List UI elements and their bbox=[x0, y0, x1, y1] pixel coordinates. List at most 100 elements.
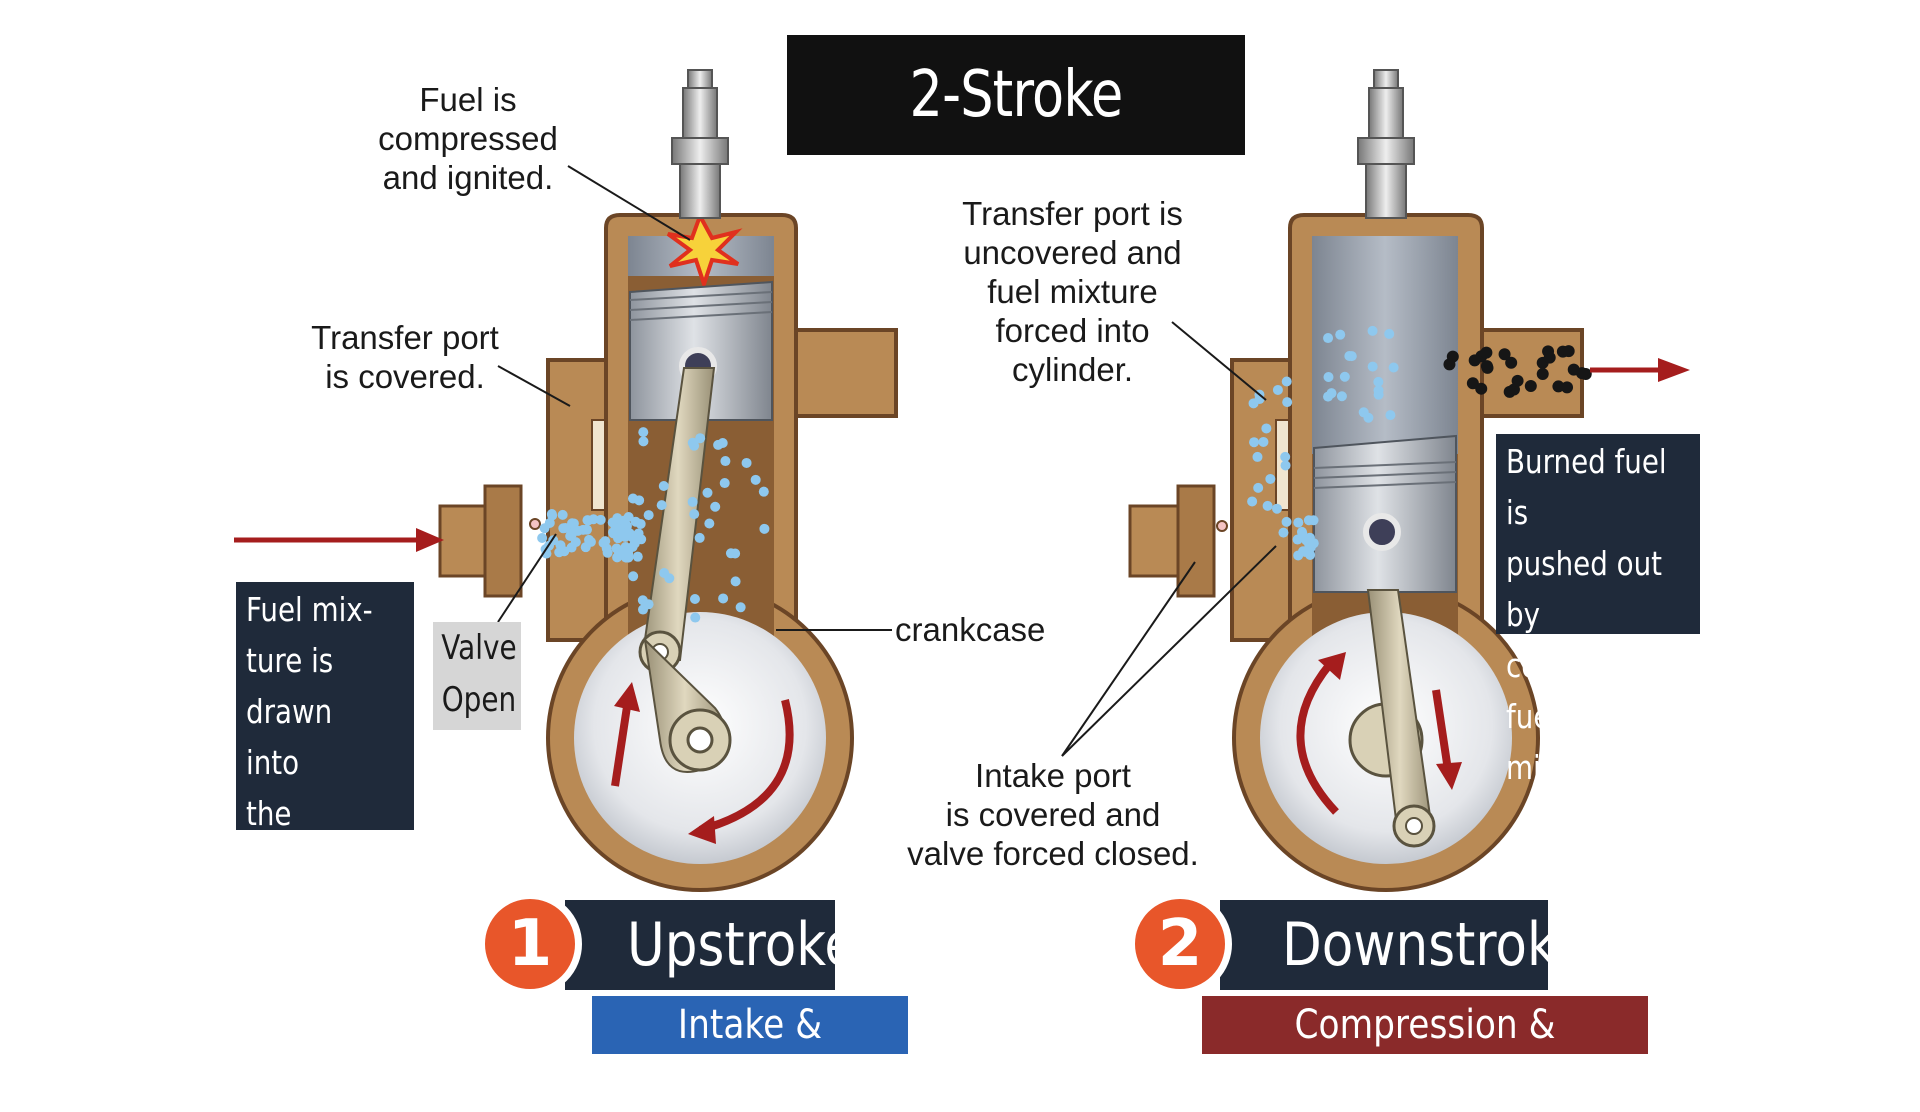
fuel-dot bbox=[1373, 376, 1384, 387]
fuel-dot bbox=[659, 568, 670, 579]
fuel-dot bbox=[582, 515, 593, 526]
exhaust-dots bbox=[1443, 345, 1592, 398]
fuel-dot bbox=[558, 523, 569, 534]
fuel-dot bbox=[643, 510, 654, 521]
valve-icon bbox=[529, 518, 541, 530]
fuel-dot bbox=[638, 427, 649, 438]
exhaust-dot bbox=[1524, 380, 1537, 393]
fuel-dot bbox=[1281, 516, 1292, 527]
fuel-dot bbox=[1367, 361, 1378, 372]
fuel-dot bbox=[1304, 536, 1315, 547]
exhaust-dot bbox=[1503, 385, 1516, 398]
rotation-arrow-curve-2 bbox=[1296, 661, 1339, 815]
fuel-dot bbox=[638, 436, 649, 447]
exhaust-dot bbox=[1480, 360, 1493, 373]
wrist-pin-2 bbox=[1363, 513, 1401, 551]
intake-flange bbox=[483, 484, 523, 598]
fuel-dot bbox=[658, 481, 669, 492]
fuel-dot bbox=[1253, 482, 1264, 493]
fuel-dot bbox=[1261, 423, 1272, 434]
fuel-dot bbox=[1272, 384, 1283, 395]
fuel-dot bbox=[634, 495, 645, 506]
transfer-port-slot bbox=[591, 419, 607, 511]
fuel-dot bbox=[1367, 325, 1378, 336]
fuel-dot bbox=[1297, 528, 1308, 539]
engine-downstroke bbox=[1128, 69, 1690, 892]
fuel-dot bbox=[689, 509, 700, 520]
diagram-title: 2-Stroke Engine bbox=[787, 35, 1245, 252]
label-transfer-uncovered: Transfer port is uncovered and fuel mixt… bbox=[962, 195, 1183, 388]
fuel-dot bbox=[636, 534, 647, 545]
fuel-dot bbox=[710, 501, 721, 512]
fuel-dot bbox=[759, 523, 770, 534]
fuel-dot bbox=[1281, 376, 1292, 387]
fuel-dot bbox=[720, 456, 731, 467]
engine-diagram bbox=[234, 69, 1690, 892]
exhaust-dot bbox=[1498, 348, 1511, 361]
leader-lines bbox=[497, 165, 1277, 757]
fuel-dot bbox=[1358, 407, 1369, 418]
stroke-2-subtitle: Compression & Exhaust bbox=[1202, 996, 1648, 1106]
exhaust-dot bbox=[1562, 345, 1575, 358]
stroke-1-number: 1 bbox=[478, 892, 582, 996]
fuel-dot bbox=[546, 509, 557, 520]
exhaust-dot bbox=[1567, 363, 1580, 376]
fuel-dot bbox=[656, 500, 667, 511]
fuel-dot bbox=[580, 542, 591, 553]
exhaust-dot bbox=[1468, 354, 1481, 367]
fuel-dot bbox=[1293, 517, 1304, 528]
fuel-dot bbox=[1282, 397, 1293, 408]
fuel-dot bbox=[704, 518, 715, 529]
fuel-dot bbox=[730, 576, 741, 587]
fuel-dot bbox=[1252, 451, 1263, 462]
label-crankcase: crankcase bbox=[895, 611, 1046, 648]
fuel-dot bbox=[1280, 460, 1291, 471]
fuel-dot bbox=[1388, 362, 1399, 373]
fuel-dot bbox=[619, 515, 630, 526]
fuel-dot bbox=[741, 457, 752, 468]
stroke-1-title: Upstroke bbox=[565, 900, 856, 990]
fuel-dot bbox=[694, 532, 705, 543]
fuel-dot bbox=[1262, 500, 1273, 511]
fuel-dot bbox=[643, 599, 654, 610]
exhaust-dot bbox=[1536, 367, 1549, 380]
fuel-dot bbox=[1258, 436, 1269, 447]
spark-plug-icon-2 bbox=[1357, 69, 1415, 219]
fuel-dot bbox=[578, 524, 589, 535]
spark-plug-icon bbox=[671, 69, 729, 219]
fuel-dot bbox=[628, 571, 639, 582]
fuel-dot bbox=[1265, 473, 1276, 484]
fuel-dot bbox=[539, 523, 550, 534]
label-intake-covered: Intake port is covered and valve forced … bbox=[907, 757, 1199, 872]
spark-icon bbox=[666, 211, 743, 291]
fuel-dot bbox=[713, 439, 724, 450]
fuel-dot bbox=[632, 551, 643, 562]
fuel-dot bbox=[1303, 515, 1314, 526]
fuel-dot bbox=[1280, 451, 1291, 462]
fuel-dot bbox=[557, 509, 568, 520]
fuel-dot bbox=[758, 486, 769, 497]
fuel-dot bbox=[570, 537, 581, 548]
exhaust-dot bbox=[1505, 356, 1518, 369]
fuel-dot bbox=[559, 546, 570, 557]
fuel-dot bbox=[630, 516, 641, 527]
box-fuel-drawn: Fuel mix- ture is drawn into the crank- … bbox=[236, 582, 414, 935]
fuel-dot bbox=[568, 518, 579, 529]
stroke-2-title: Downstroke bbox=[1220, 900, 1587, 990]
box-valve-open: Valve Open bbox=[433, 622, 521, 730]
fuel-dot bbox=[1271, 503, 1282, 514]
fuel-dot bbox=[598, 537, 609, 548]
fuel-dot bbox=[617, 528, 628, 539]
fuel-dot bbox=[1326, 388, 1337, 399]
fuel-dot bbox=[750, 474, 761, 485]
fuel-dot bbox=[690, 612, 701, 623]
engine-upstroke bbox=[234, 69, 898, 892]
fuel-dot bbox=[1323, 333, 1334, 344]
box-burned-fuel: Burned fuel is pushed out by compressed … bbox=[1496, 434, 1700, 787]
fuel-dot bbox=[1373, 389, 1384, 400]
fuel-dot bbox=[1384, 328, 1395, 339]
fuel-dot bbox=[1335, 329, 1346, 340]
fuel-dot bbox=[689, 593, 700, 604]
fuel-dot bbox=[1249, 437, 1260, 448]
label-transfer-covered: Transfer port is covered. bbox=[311, 319, 499, 395]
